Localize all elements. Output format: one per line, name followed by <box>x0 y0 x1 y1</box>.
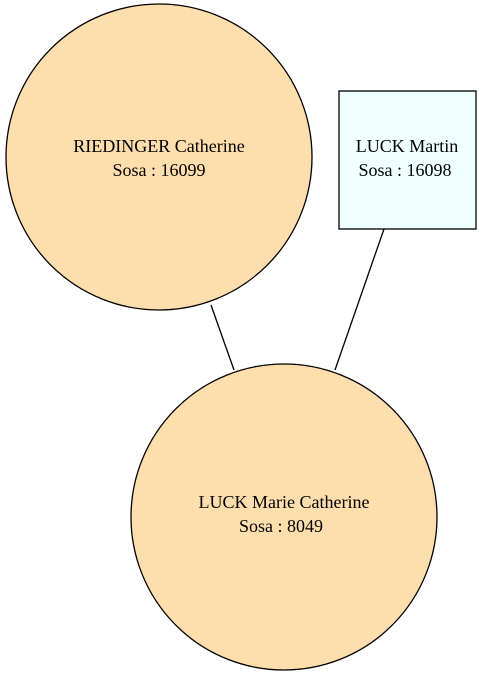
node-child-sosa: Sosa : 8049 <box>239 516 323 536</box>
node-child-shape <box>130 363 438 671</box>
node-father[interactable]: LUCK Martin Sosa : 16098 <box>338 90 477 230</box>
node-mother-shape <box>5 3 313 311</box>
node-father-name: LUCK Martin <box>356 136 459 156</box>
node-child[interactable]: LUCK Marie Catherine Sosa : 8049 <box>130 363 438 671</box>
node-mother-sosa: Sosa : 16099 <box>112 160 205 180</box>
node-mother-name: RIEDINGER Catherine <box>73 136 244 156</box>
node-father-shape <box>338 90 477 230</box>
edge-father-to-child <box>334 228 385 371</box>
node-mother[interactable]: RIEDINGER Catherine Sosa : 16099 <box>5 3 313 311</box>
node-father-sosa: Sosa : 16098 <box>358 160 451 180</box>
node-child-name: LUCK Marie Catherine <box>199 492 370 512</box>
edge-mother-to-child <box>210 304 235 371</box>
